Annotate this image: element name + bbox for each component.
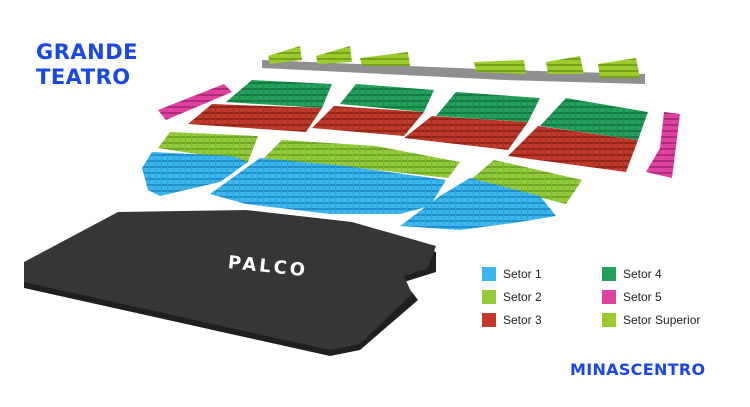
stage-top (24, 210, 436, 350)
legend-item-setor-superior[interactable]: Setor Superior (602, 312, 722, 327)
setor-2[interactable] (158, 132, 582, 204)
legend: Setor 1 Setor 4 Setor 2 Setor 5 Setor 3 … (482, 266, 722, 327)
setor-superior-block[interactable] (360, 52, 410, 66)
setor-2-center[interactable] (262, 140, 460, 178)
setor-3-block-2[interactable] (312, 106, 424, 136)
setor-superior-block[interactable] (474, 60, 526, 74)
legend-swatch (482, 289, 496, 304)
balcony-rail (262, 60, 645, 84)
legend-label: Setor 1 (503, 266, 542, 281)
legend-swatch (602, 289, 616, 304)
stage: PALCO (24, 210, 436, 356)
legend-label: Setor 5 (623, 289, 662, 304)
setor-4-block-3[interactable] (436, 92, 540, 122)
setor-5-left[interactable] (158, 84, 232, 120)
brand-label: MINASCENTRO (570, 360, 706, 379)
setor-2-left[interactable] (158, 132, 258, 162)
legend-label: Setor 3 (503, 312, 542, 327)
setor-1-left[interactable] (142, 152, 248, 196)
setor-4-block-2[interactable] (340, 84, 434, 112)
legend-swatch (602, 312, 616, 327)
legend-label: Setor Superior (623, 312, 701, 327)
setor-superior-block[interactable] (598, 58, 640, 78)
setor-3-block-3[interactable] (404, 116, 528, 150)
setor-3-block-4[interactable] (508, 126, 638, 172)
setor-superior-block[interactable] (546, 56, 584, 74)
setor-1-center[interactable] (210, 158, 446, 214)
setor-5[interactable] (158, 84, 680, 178)
setor-1-right[interactable] (400, 178, 556, 230)
setor-3-block-1[interactable] (188, 104, 322, 132)
setor-4[interactable] (226, 80, 648, 140)
setor-superior-block[interactable] (316, 46, 352, 64)
setor-2-right[interactable] (468, 160, 582, 204)
legend-item-setor-3[interactable]: Setor 3 (482, 312, 602, 327)
legend-item-setor-2[interactable]: Setor 2 (482, 289, 602, 304)
legend-swatch (482, 312, 496, 327)
legend-label: Setor 2 (503, 289, 542, 304)
legend-label: Setor 4 (623, 266, 662, 281)
venue-title-line2: TEATRO (36, 65, 131, 89)
venue-title: GRANDE TEATRO (36, 40, 138, 90)
setor-5-right[interactable] (646, 112, 680, 178)
setor-1[interactable] (142, 152, 556, 230)
legend-swatch (482, 266, 496, 281)
legend-item-setor-4[interactable]: Setor 4 (602, 266, 722, 281)
setor-3[interactable] (188, 104, 638, 172)
venue-title-line1: GRANDE (36, 40, 139, 64)
legend-item-setor-1[interactable]: Setor 1 (482, 266, 602, 281)
legend-swatch (602, 266, 616, 281)
setor-superior-block[interactable] (268, 46, 302, 64)
legend-item-setor-5[interactable]: Setor 5 (602, 289, 722, 304)
setor-4-block-1[interactable] (226, 80, 332, 108)
setor-superior[interactable] (262, 46, 645, 84)
setor-4-block-4[interactable] (540, 98, 648, 140)
